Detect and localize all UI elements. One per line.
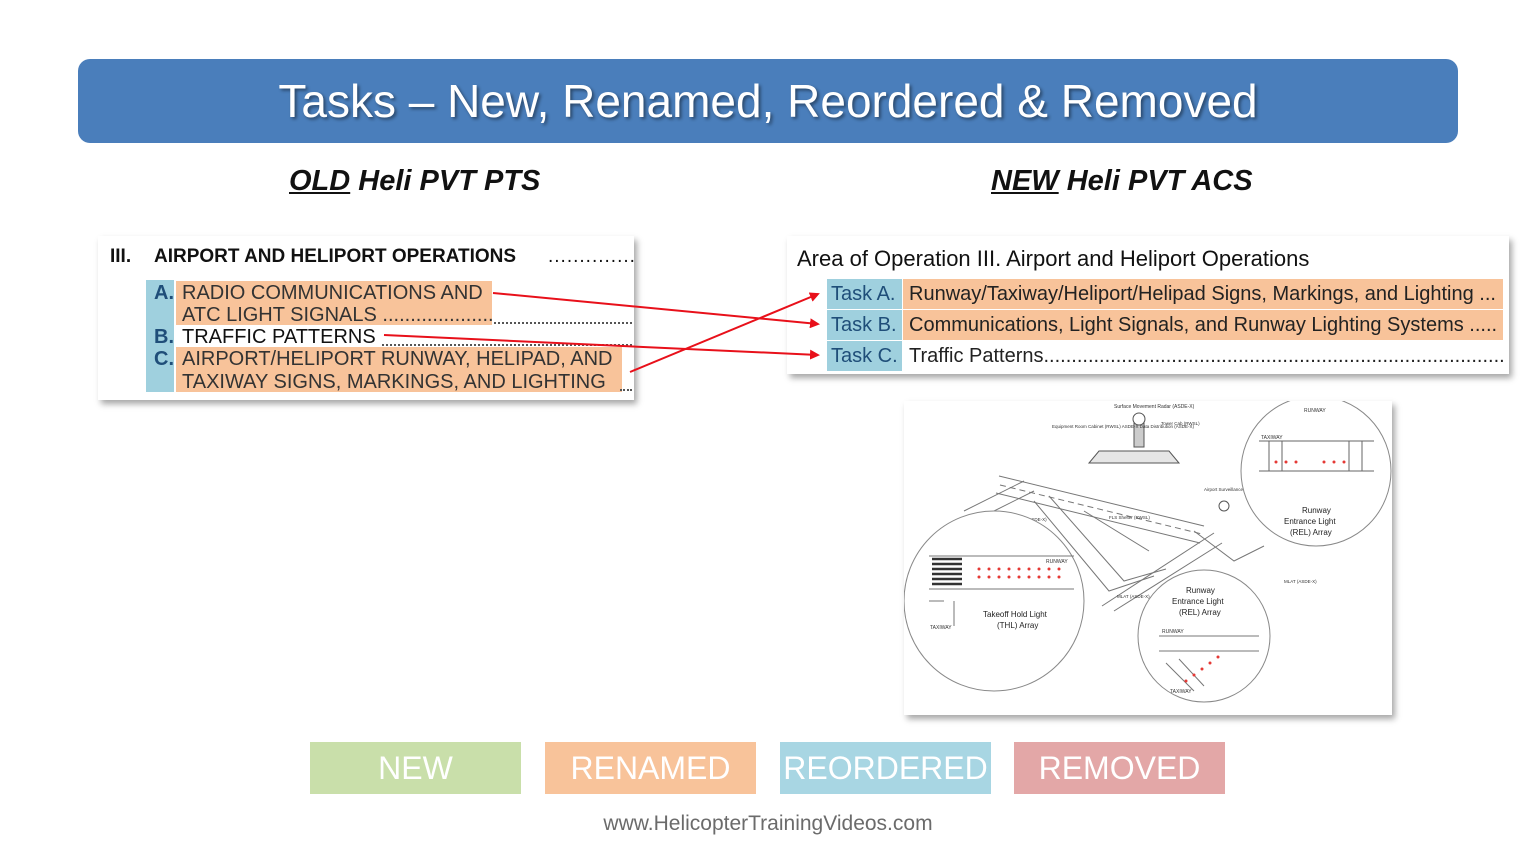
rel-top-runway-label: RUNWAY (1304, 408, 1326, 414)
title-bar: Tasks – New, Renamed, Reordered & Remove… (78, 59, 1458, 143)
label-smr: Surface Movement Radar (ASDE-X) (1114, 404, 1195, 410)
old-heading: OLD Heli PVT PTS (289, 165, 540, 198)
old-task-c-letter: C. (154, 348, 174, 370)
arrow-c-to-a (629, 292, 820, 373)
legend-removed: REMOVED (1014, 742, 1225, 794)
label-asr: Airport Surveillance Radar (ASDE-X) (1204, 487, 1278, 492)
label-tower-cab: Tower Cab (RWSL) (1161, 421, 1200, 426)
new-heading-rest: Heli PVT ACS (1058, 165, 1253, 197)
old-task-b-leader (382, 344, 632, 346)
new-task-a-text: Runway/Taxiway/Heliport/Helipad Signs, M… (903, 279, 1503, 309)
label-equipment: Equipment Room Cabinet (RWSL) ASDE-X Dat… (1052, 424, 1194, 429)
asr-icon (1218, 500, 1230, 512)
page-title: Tasks – New, Renamed, Reordered & Remove… (278, 75, 1258, 127)
old-section-title: AIRPORT AND HELIPORT OPERATIONS (154, 246, 517, 267)
legend-renamed: RENAMED (545, 742, 756, 794)
rel-top-taxiways (1268, 441, 1363, 471)
taxiway-path-1 (1033, 500, 1155, 592)
rel-bottom-runway-label: RUNWAY (1162, 629, 1184, 635)
rel-bottom-lights (1184, 655, 1220, 683)
old-heading-em: OLD (289, 165, 351, 197)
new-task-a-label: Task A. (827, 279, 902, 309)
old-section-number: III. (110, 246, 132, 267)
new-task-c-label: Task C. (827, 341, 902, 371)
new-task-b-text: Communications, Light Signals, and Runwa… (903, 310, 1503, 340)
thl-runway-edges (929, 555, 1074, 626)
runway-centerline (999, 484, 1203, 535)
new-acs-excerpt: Area of Operation III. Airport and Helip… (787, 236, 1509, 374)
runway2-lower (1113, 542, 1223, 612)
footer-url: www.HelicopterTrainingVideos.com (603, 812, 933, 835)
airport-lighting-diagram: Surface Movement Radar (ASDE-X) Equipmen… (903, 395, 1392, 715)
old-task-c-line2: TAXIWAY SIGNS, MARKINGS, AND LIGHTING (182, 371, 606, 393)
reordered-highlight (146, 280, 174, 392)
terminal-building (1087, 450, 1181, 464)
old-section-dots: .................. (548, 246, 634, 267)
renamed-highlight-c (176, 347, 622, 392)
taxiway-path-6 (1193, 530, 1265, 562)
taxiway-path-3 (963, 480, 1025, 512)
thl-runway-label: RUNWAY (1046, 559, 1068, 565)
new-task-b-label: Task B. (827, 310, 902, 340)
arrow-a-to-b (492, 292, 820, 329)
runway-edge-upper (998, 475, 1205, 527)
old-task-c-line1: AIRPORT/HELIPORT RUNWAY, HELIPAD, AND (182, 348, 613, 370)
thl-threshold-bars (932, 557, 962, 586)
rel-bottom-taxiway-label: TAXIWAY (1170, 689, 1192, 695)
runway-edge-lower (995, 492, 1201, 544)
label-mlat-3: MLAT (ASDE-X) (1284, 579, 1317, 584)
old-task-b-letter: B. (154, 326, 174, 348)
label-fls: FLS Shelter (RWSL) (1109, 515, 1150, 520)
taxiway-path-5 (1083, 510, 1150, 552)
legend-new: NEW (310, 742, 521, 794)
runway2-upper (1101, 532, 1215, 607)
rel-top-runway (1259, 440, 1374, 472)
old-section-heading: III. AIRPORT AND HELIPORT OPERATIONS (110, 246, 516, 268)
new-task-c-text: Traffic Patterns........................… (909, 345, 1503, 367)
rel-bottom-lines (1159, 635, 1259, 692)
old-task-a-line2: ATC LIGHT SIGNALS .................... (182, 304, 494, 326)
old-task-c-leader (620, 389, 632, 391)
new-section-title: Area of Operation III. Airport and Helip… (797, 246, 1310, 271)
new-heading: NEW Heli PVT ACS (991, 165, 1253, 198)
diagram-svg: Surface Movement Radar (ASDE-X) Equipmen… (903, 395, 1392, 703)
old-heading-rest: Heli PVT PTS (350, 165, 541, 197)
old-task-a-leader (494, 322, 632, 324)
label-mlat-2: MLAT (ASDE-X) (1117, 594, 1150, 599)
thl-taxiway-label: TAXIWAY (930, 625, 952, 631)
renamed-highlight-a (176, 281, 492, 325)
rel-top-taxiway-label: TAXIWAY (1261, 435, 1283, 441)
old-task-a-letter: A. (154, 282, 174, 304)
new-heading-em: NEW (991, 165, 1059, 197)
tower-cab (1132, 412, 1146, 426)
arrow-b-to-c (383, 334, 820, 360)
legend-reordered: REORDERED (780, 742, 991, 794)
old-task-a-line1: RADIO COMMUNICATIONS AND (182, 282, 483, 304)
thl-lights (977, 567, 1061, 579)
thl-label: Takeoff Hold Light(THL) Array (983, 610, 1048, 630)
old-pts-excerpt: III. AIRPORT AND HELIPORT OPERATIONS ....… (98, 236, 634, 400)
rel-top-lights (1274, 460, 1346, 464)
old-task-b-line: TRAFFIC PATTERNS (182, 326, 376, 348)
